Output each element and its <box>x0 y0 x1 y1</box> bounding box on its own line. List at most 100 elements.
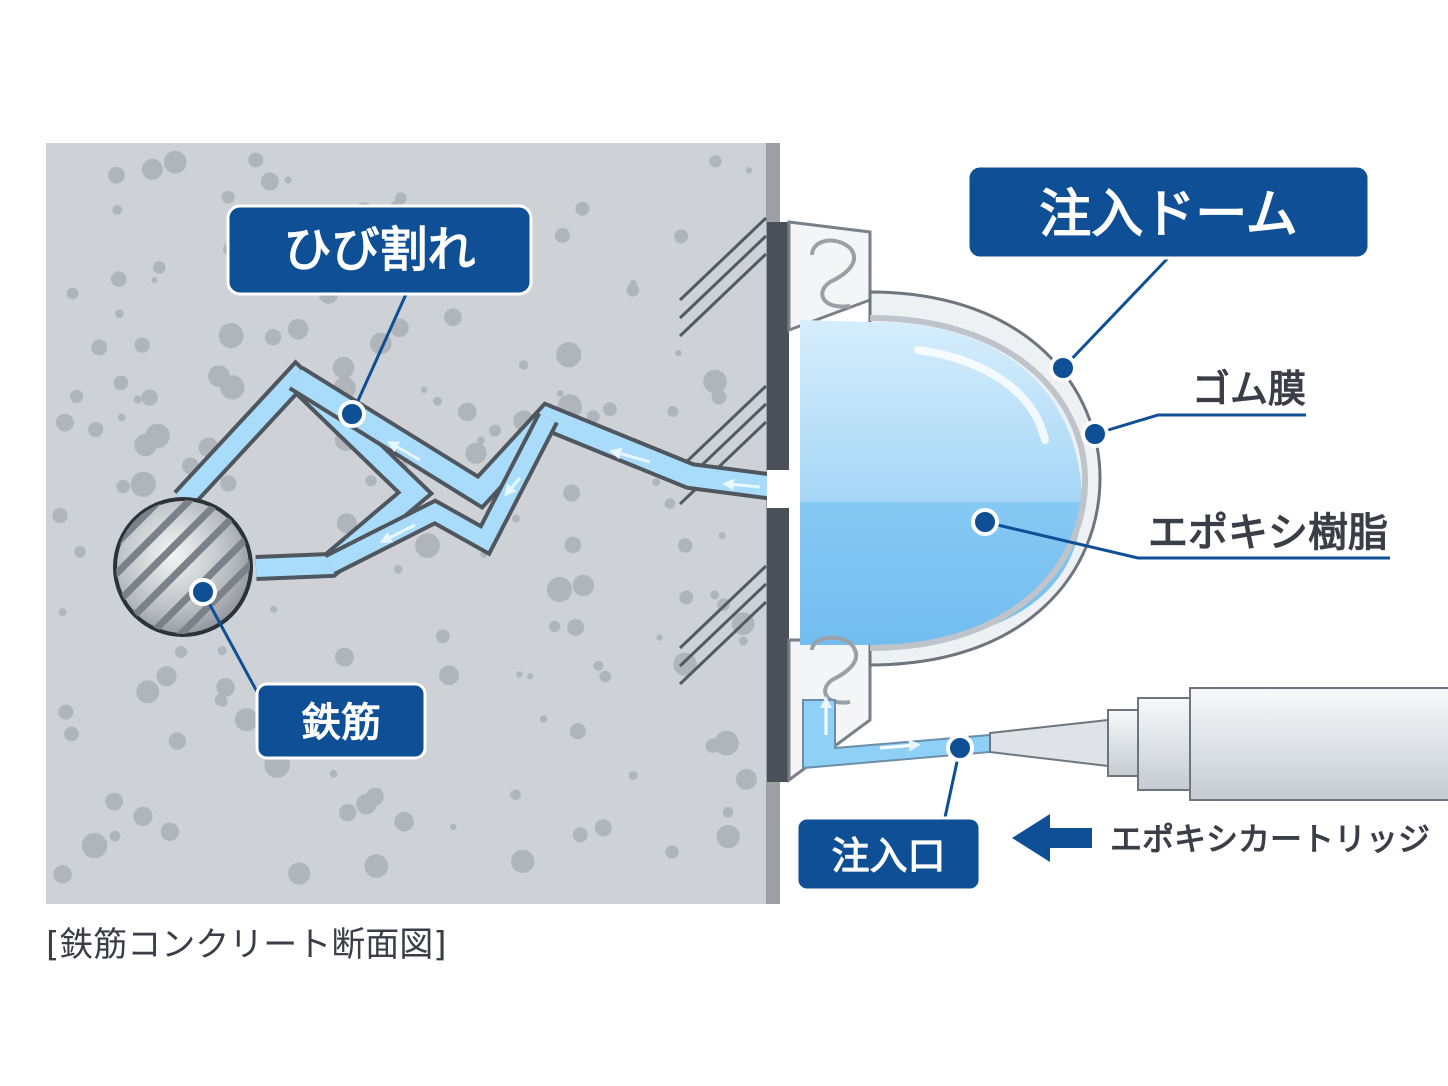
aggregate-dot <box>156 666 177 687</box>
aggregate-dot <box>108 166 125 184</box>
aggregate-dot <box>115 309 124 319</box>
label-rebar: 鉄筋 <box>255 682 427 760</box>
aggregate-dot <box>110 271 127 287</box>
crack <box>173 359 784 581</box>
aggregate-dot <box>477 436 485 445</box>
svg-text:ひび割れ: ひび割れ <box>283 222 475 278</box>
aggregate-dot <box>465 442 487 464</box>
aggregate-dot <box>390 318 409 338</box>
aggregate-dot <box>556 342 582 368</box>
aggregate-dot <box>218 323 244 349</box>
svg-text:注入ドーム: 注入ドーム <box>1039 185 1297 245</box>
aggregate-dot <box>117 413 126 422</box>
aggregate-dot <box>214 694 227 707</box>
injection-dome <box>767 220 1102 783</box>
aggregate-dot <box>549 620 561 633</box>
aggregate-dot <box>234 708 259 732</box>
aggregate-dot <box>52 507 68 524</box>
aggregate-dot <box>220 475 237 492</box>
aggregate-dot <box>586 410 600 424</box>
aggregate-dot <box>160 822 180 841</box>
aggregate-dot <box>288 862 311 885</box>
aggregate-dot <box>74 546 86 558</box>
aggregate-dot <box>444 308 462 327</box>
aggregate-dot <box>567 618 585 636</box>
aggregate-dot <box>260 172 279 191</box>
label-epoxy: エポキシ樹脂 <box>1148 510 1388 556</box>
aggregate-dot <box>556 390 564 397</box>
aggregate-dot <box>248 152 264 168</box>
aggregate-dot <box>70 389 84 403</box>
aggregate-dot <box>628 771 638 781</box>
aggregate-dot <box>134 337 150 353</box>
aggregate-dot <box>58 704 74 720</box>
aggregate-dot <box>673 652 697 676</box>
aggregate-dot <box>716 825 740 849</box>
aggregate-dot <box>141 389 158 406</box>
aggregate-dot <box>168 732 186 750</box>
aggregate-dot <box>675 349 682 357</box>
aggregate-dot <box>130 471 156 497</box>
aggregate-dot <box>221 190 235 204</box>
aggregate-dot <box>516 671 523 678</box>
aggregate-dot <box>64 726 79 742</box>
surface-hatching <box>678 216 768 686</box>
aggregate-dot <box>594 819 612 837</box>
aggregate-dot <box>554 227 570 243</box>
aggregate-dot <box>58 608 67 617</box>
aggregate-dot <box>284 176 292 184</box>
aggregate-dot <box>270 605 278 613</box>
aggregate-dot <box>53 865 72 884</box>
aggregate-dot <box>439 665 459 686</box>
aggregate-dot <box>433 396 442 406</box>
aggregate-dot <box>626 283 640 297</box>
aggregate-dot <box>91 339 108 356</box>
aggregate-dot <box>365 475 377 487</box>
aggregate-dot <box>133 806 153 826</box>
aggregate-dot <box>415 533 440 558</box>
svg-text:注入口: 注入口 <box>831 834 945 878</box>
aggregate-dot <box>546 576 573 603</box>
aggregate-dot <box>217 645 227 656</box>
aggregate-dot <box>175 646 187 658</box>
aggregate-dot <box>656 634 663 641</box>
left-arrow-icon <box>1012 814 1092 862</box>
aggregate-dot <box>112 205 123 215</box>
aggregate-dot <box>66 287 79 300</box>
aggregate-dot <box>136 680 160 704</box>
aggregate-dot <box>364 854 389 878</box>
aggregate-dot <box>714 730 739 756</box>
label-dome: 注入ドーム <box>966 164 1371 260</box>
aggregate-dot <box>141 158 163 180</box>
flow-arrows <box>379 441 761 543</box>
aggregate-dot <box>679 590 694 605</box>
aggregate-dot <box>420 386 428 394</box>
aggregate-dot <box>665 845 679 859</box>
aggregate-dot <box>216 678 235 697</box>
aggregate-dot <box>709 155 722 168</box>
aggregate-dot <box>105 792 124 811</box>
aggregate-dot <box>564 536 582 554</box>
label-crack: ひび割れ <box>226 204 533 296</box>
aggregate-dot <box>735 768 757 790</box>
aggregate-dot <box>738 636 748 646</box>
aggregate-dot <box>109 830 121 842</box>
aggregate-dot <box>512 514 520 523</box>
aggregate-dot <box>539 715 548 723</box>
aggregate-dot <box>81 832 108 859</box>
aggregate-dot <box>718 532 726 539</box>
aggregate-dot <box>527 673 534 680</box>
aggregate-dot <box>145 423 170 448</box>
aggregate-dot <box>572 574 595 597</box>
aggregate-dot <box>572 827 588 843</box>
aggregate-dot <box>599 670 611 683</box>
aggregate-dot <box>603 402 617 416</box>
aggregate-dot <box>88 421 104 438</box>
aggregate-dot <box>563 484 581 502</box>
svg-text:鉄筋: 鉄筋 <box>301 700 381 746</box>
aggregate-dot <box>667 406 679 417</box>
aggregate-dot <box>339 804 357 822</box>
aggregate-dot <box>133 395 142 404</box>
aggregate-dot <box>458 402 477 422</box>
aggregate-dot <box>163 150 187 174</box>
